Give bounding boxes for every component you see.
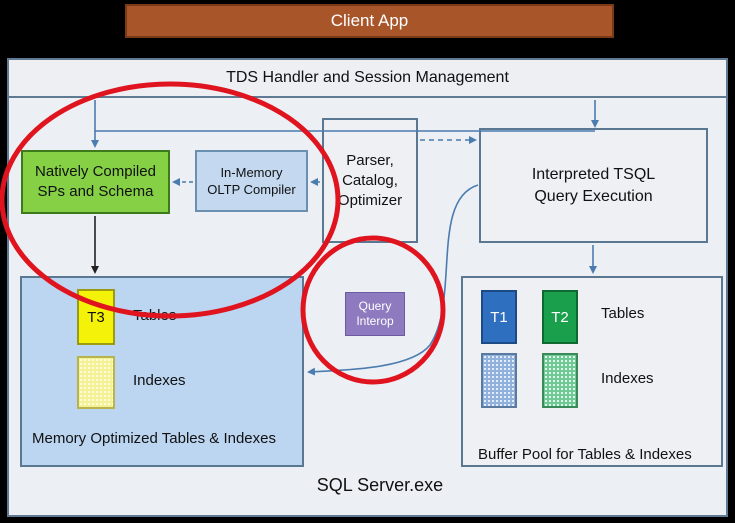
buffer-index-icon-2 (542, 353, 578, 408)
table-t1: T1 (481, 290, 517, 344)
table-t1-label: T1 (490, 308, 508, 326)
query-interop-curve (307, 184, 479, 376)
natively-compiled-box: Natively Compiled SPs and Schema (21, 150, 170, 214)
buffer-index-icon-1 (481, 353, 517, 408)
sql-server-label: SQL Server.exe (316, 474, 444, 495)
highlight-circle-interop (300, 235, 446, 385)
highlight-circle-native (0, 81, 341, 319)
buffer-pool-caption: Buffer Pool for Tables & Indexes (478, 446, 692, 463)
inmemory-compiler-label: In-Memory OLTP Compiler (207, 165, 296, 197)
client-app-label: Client App (330, 11, 409, 30)
memory-optimized-box (20, 276, 304, 467)
client-app-box: Client App (125, 4, 614, 38)
natively-compiled-label: Natively Compiled SPs and Schema (35, 163, 156, 200)
inmemory-compiler-box: In-Memory OLTP Compiler (195, 150, 308, 212)
interpreted-tsql-label: Interpreted TSQL Query Execution (531, 165, 656, 205)
table-t3-label: T3 (87, 308, 105, 326)
table-t2-label: T2 (551, 308, 569, 326)
buffer-indexes-label: Indexes (601, 370, 654, 387)
parser-catalog-box: Parser, Catalog, Optimizer (322, 118, 418, 243)
tds-handler-label: TDS Handler and Session Management (226, 69, 509, 86)
memory-optimized-caption: Memory Optimized Tables & Indexes (32, 430, 276, 447)
query-interop-box: Query Interop (345, 292, 405, 336)
interpreted-tsql-box: Interpreted TSQL Query Execution (479, 128, 708, 243)
query-interop-label: Query Interop (356, 299, 394, 328)
memory-index-icon (77, 356, 115, 409)
parser-catalog-label: Parser, Catalog, Optimizer (337, 151, 403, 209)
table-t2: T2 (542, 290, 578, 344)
tds-to-native-connector (94, 100, 595, 132)
tds-handler-bar: TDS Handler and Session Management (9, 60, 726, 98)
memory-indexes-label: Indexes (133, 372, 186, 389)
buffer-tables-label: Tables (601, 305, 645, 322)
